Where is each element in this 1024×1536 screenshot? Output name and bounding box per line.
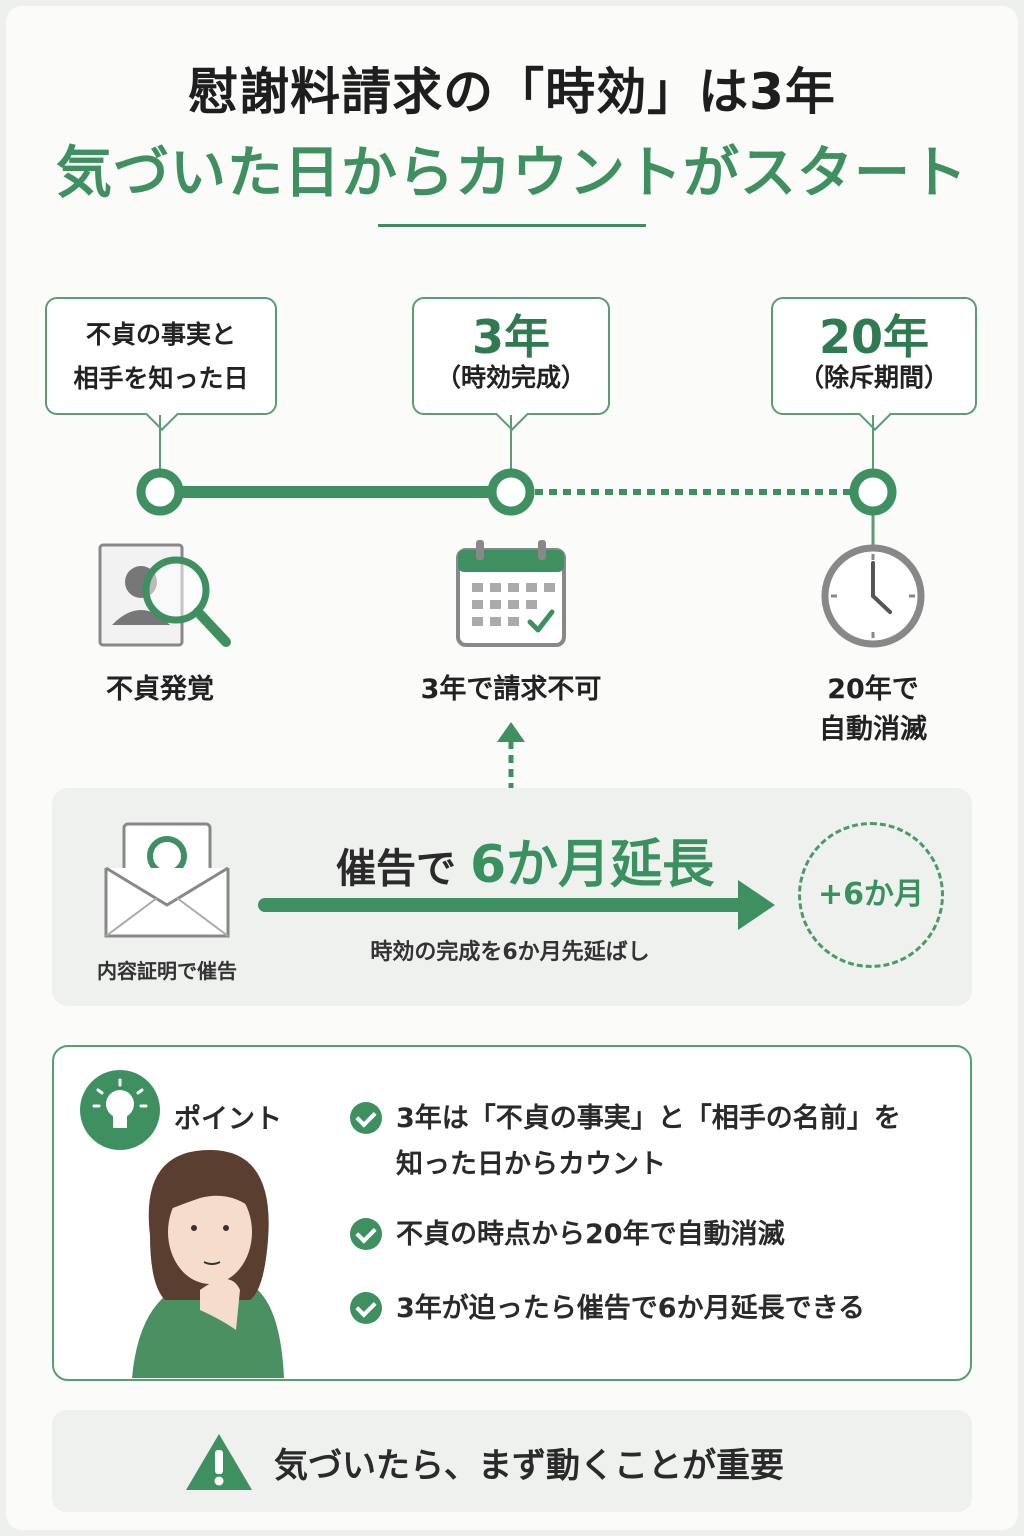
mail-icon (104, 822, 230, 938)
point-item-text: 不貞の時点から20年で自動消滅 (396, 1219, 785, 1250)
calendar-icon (456, 540, 566, 647)
dashed-up-arrow (497, 722, 525, 805)
extension-arrow (258, 880, 775, 930)
mail-label: 内容証明で催告 (97, 959, 237, 983)
label-end-line1: 20年で (827, 674, 919, 705)
profile-search-icon (98, 543, 231, 647)
extension-title-prefix: 催告で (336, 846, 456, 892)
end-bubble-note: （除斥期間） (798, 363, 949, 392)
plus-six-months-badge: +6か月 (798, 822, 944, 968)
thinking-woman-illustration (132, 1150, 284, 1378)
point-item-text: 3年が迫ったら催告で6か月延長できる (396, 1293, 866, 1324)
label-start: 不貞発覚 (106, 674, 214, 705)
check-circle-icon (350, 1218, 382, 1250)
mid-bubble-note: （時効完成） (435, 363, 586, 392)
timeline-node-end (849, 468, 897, 516)
start-bubble: 不貞の事実と 相手を知った日 (45, 297, 277, 431)
warning-text: 気づいたら、まず動くことが重要 (274, 1446, 784, 1486)
extension-title: 催告で 6か月延長 (336, 822, 714, 897)
check-circle-icon (350, 1102, 382, 1134)
title-line2: 気づいた日からカウントがスタート (56, 141, 968, 206)
clock-icon (821, 544, 925, 648)
end-bubble: 20年 （除斥期間） (771, 297, 977, 431)
label-end: 20年で 自動消滅 (790, 670, 956, 750)
label-mid: 3年で請求不可 (420, 674, 602, 705)
lightbulb-icon (80, 1070, 160, 1150)
extension-subtitle: 時効の完成を6か月先延ばし (370, 940, 650, 965)
title-line1: 慰謝料請求の「時効」は3年 (188, 63, 836, 121)
points-label: ポイント (174, 1104, 282, 1135)
end-bubble-years: 20年 (818, 310, 929, 364)
point-item-text: 3年は「不貞の事実」と「相手の名前」を知った日からカウント (396, 1103, 901, 1180)
timeline-node-mid (487, 468, 535, 516)
extension-title-highlight: 6か月延長 (469, 835, 715, 895)
timeline-node-start (136, 468, 184, 516)
mid-bubble-years: 3年 (471, 310, 550, 364)
warning-icon (186, 1434, 252, 1490)
start-bubble-line1: 不貞の事実と (85, 320, 236, 349)
label-end-line2: 自動消滅 (819, 714, 927, 745)
start-bubble-line2: 相手を知った日 (73, 364, 249, 393)
title-divider (378, 224, 646, 227)
check-circle-icon (350, 1292, 382, 1324)
mid-bubble: 3年 （時効完成） (412, 297, 610, 431)
